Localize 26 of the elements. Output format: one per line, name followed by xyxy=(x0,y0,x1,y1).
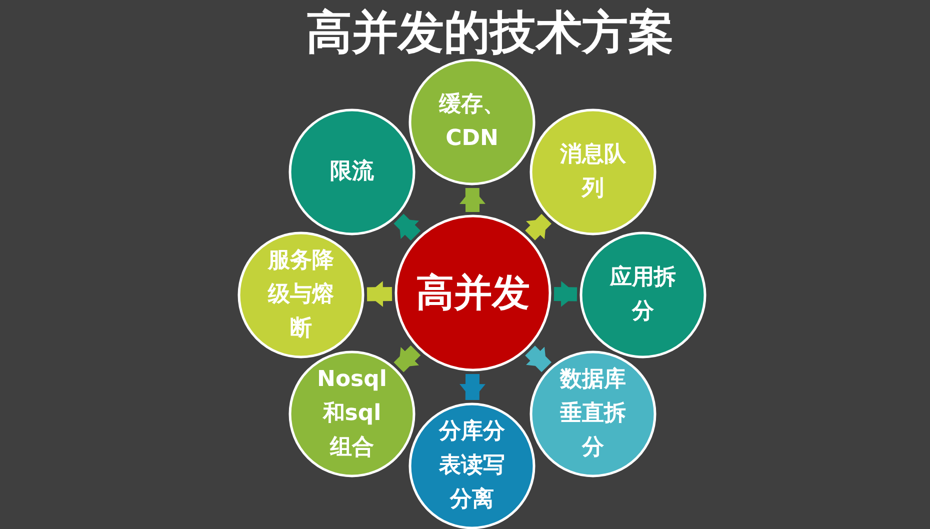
node-label: 高并发 xyxy=(415,270,531,317)
node-label: 缓存、CDN xyxy=(438,90,506,153)
block-arrow xyxy=(394,345,421,372)
node-label: 服务降级与熔断 xyxy=(266,246,335,344)
block-arrow xyxy=(459,188,486,212)
circle-node xyxy=(408,58,536,186)
circle-node xyxy=(237,231,365,359)
block-arrow xyxy=(366,281,392,308)
node-label: 限流 xyxy=(329,158,375,186)
circle-node xyxy=(529,108,657,236)
block-arrow xyxy=(525,214,552,240)
node-label: 应用拆分 xyxy=(608,264,677,326)
node-label: Nosql和sql组合 xyxy=(316,366,388,462)
node-label: 分库分表读写分离 xyxy=(438,418,506,514)
block-arrow xyxy=(459,374,486,400)
title: 高并发的技术方案 xyxy=(305,4,675,61)
block-arrow xyxy=(525,346,552,372)
circle-node xyxy=(529,350,657,478)
circle-node xyxy=(288,108,416,236)
circle-node xyxy=(579,231,707,359)
node-label: 数据库垂直拆分 xyxy=(558,366,627,462)
circle-node xyxy=(288,350,416,478)
circle-node xyxy=(394,214,552,372)
block-arrow xyxy=(394,214,421,241)
node-label: 消息队列 xyxy=(558,140,627,203)
block-arrow xyxy=(554,281,578,308)
